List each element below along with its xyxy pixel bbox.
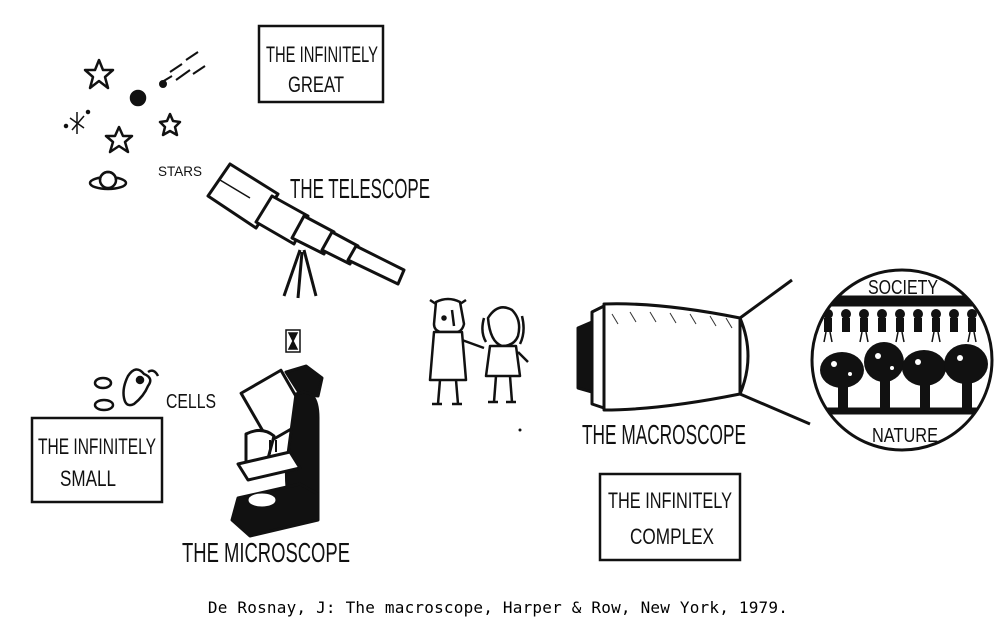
nature-label: NATURE [872, 425, 938, 447]
planet-icon [131, 91, 145, 105]
comet-icon [160, 52, 205, 87]
cell-icon [95, 400, 113, 410]
infinitely-complex-line1: THE INFINITELY [608, 488, 732, 513]
infinitely-small-box: THE INFINITELY SMALL [32, 418, 162, 502]
infinitely-complex-line2: COMPLEX [630, 524, 714, 549]
microscope-label: THE MICROSCOPE [182, 537, 350, 568]
cells-label: CELLS [166, 391, 216, 413]
nebula-icon [65, 111, 90, 135]
infinitely-complex-box: THE INFINITELY COMPLEX [600, 474, 740, 560]
telescope-label: THE TELESCOPE [290, 173, 430, 204]
infinitely-great-line2: GREAT [288, 72, 344, 97]
infinitely-great-box: THE INFINITELY GREAT [259, 26, 383, 102]
macroscope-label: THE MACROSCOPE [582, 419, 746, 450]
hourglass-cursor-icon [286, 330, 300, 352]
macroscope-illustration [578, 280, 810, 424]
star-icon [160, 114, 180, 135]
society-label: SOCIETY [868, 277, 938, 299]
society-nature-circle: SOCIETY NATURE [810, 270, 996, 450]
stars-label: STARS [158, 163, 202, 179]
infinitely-small-line2: SMALL [60, 466, 116, 491]
cells-illustration [95, 369, 158, 410]
infinitely-great-line1: THE INFINITELY [266, 42, 378, 67]
cell-icon [124, 369, 151, 405]
infinitely-small-line1: THE INFINITELY [38, 434, 156, 459]
star-icon [106, 127, 132, 152]
cell-icon [95, 378, 111, 388]
two-figures-illustration [430, 299, 528, 404]
microscope-illustration [232, 366, 322, 536]
star-icon [85, 60, 113, 88]
citation-caption: De Rosnay, J: The macroscope, Harper & R… [0, 598, 996, 617]
